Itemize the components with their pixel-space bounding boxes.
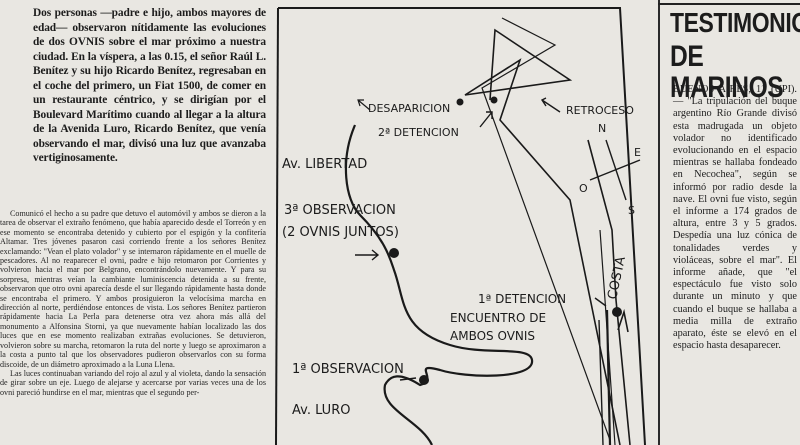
headline: TESTIMONIO DE MARINOS bbox=[670, 7, 800, 104]
label-both-ufos: AMBOS OVNIS bbox=[450, 329, 535, 343]
route-map-svg: N S E O DESAPARICION RETROCESO 2ª DETENC… bbox=[275, 7, 646, 445]
car-route-coast bbox=[605, 309, 612, 445]
body-paragraph: Comunicó el hecho a su padre que detuvo … bbox=[0, 209, 266, 369]
first-observation-point bbox=[419, 375, 429, 385]
arrow-desaparicion bbox=[357, 99, 371, 111]
ufo-trajectory-2 bbox=[481, 17, 611, 441]
second-stop-point bbox=[490, 96, 498, 104]
desaparicion-point bbox=[456, 98, 464, 106]
compass-s: S bbox=[628, 204, 635, 217]
arrow-first-obs bbox=[399, 377, 417, 381]
label-first-observation: 1ª OBSERVACION bbox=[292, 362, 404, 377]
article-body: Comunicó el hecho a su padre que detuvo … bbox=[0, 209, 266, 397]
car-route-coast-2 bbox=[598, 319, 604, 445]
third-observation-point bbox=[389, 248, 399, 258]
compass-e: E bbox=[634, 146, 641, 159]
label-third-observation: 3ª OBSERVACION bbox=[284, 203, 396, 218]
arrow-first-stop bbox=[594, 297, 607, 307]
label-av-libertad: Av. LIBERTAD bbox=[282, 157, 367, 172]
label-retroceso: RETROCESO bbox=[566, 104, 634, 117]
headline-top-rule bbox=[658, 3, 800, 5]
label-av-luro: Av. LURO bbox=[292, 403, 350, 418]
compass: N S E O bbox=[579, 122, 641, 217]
headline-line-2: DE MARINOS bbox=[670, 40, 784, 104]
car-route bbox=[344, 124, 534, 445]
wire-dispatch: BUENOS AIRES, 11 (UPI). — "La tripulació… bbox=[673, 84, 797, 352]
headline-line-1: TESTIMONIO bbox=[670, 7, 800, 38]
article-left-column: Dos personas —padre e hijo, ambos mayore… bbox=[0, 0, 268, 445]
label-costa: COSTA bbox=[605, 255, 629, 301]
map-frame-left bbox=[275, 7, 279, 445]
label-two-ufos: (2 OVNIS JUNTOS) bbox=[282, 225, 399, 240]
arrow-retroceso bbox=[540, 97, 561, 113]
sighting-route-map: N S E O DESAPARICION RETROCESO 2ª DETENC… bbox=[270, 0, 650, 445]
label-desaparicion: DESAPARICION bbox=[368, 102, 450, 115]
lead-paragraph: Dos personas —padre e hijo, ambos mayore… bbox=[33, 7, 266, 164]
label-second-stop: 2ª DETENCION bbox=[378, 126, 459, 139]
label-first-stop: 1ª DETENCION bbox=[478, 292, 566, 306]
first-stop-point bbox=[612, 307, 622, 317]
column-divider bbox=[658, 0, 660, 445]
compass-o: O bbox=[579, 182, 588, 195]
label-meeting: ENCUENTRO DE bbox=[450, 311, 546, 325]
route-arrow bbox=[617, 308, 629, 333]
arrow-third-obs bbox=[355, 249, 380, 261]
ufo-trajectory bbox=[464, 28, 621, 445]
body-paragraph: Las luces continuaban variando del rojo … bbox=[0, 368, 266, 397]
arrow-second-stop bbox=[479, 111, 493, 128]
compass-n: N bbox=[598, 122, 606, 135]
coast-line-inner bbox=[599, 229, 616, 445]
coast-line-outer bbox=[587, 139, 631, 445]
map-frame bbox=[278, 7, 646, 445]
article-right-column: TESTIMONIO DE MARINOS BUENOS AIRES, 11 (… bbox=[658, 0, 800, 445]
